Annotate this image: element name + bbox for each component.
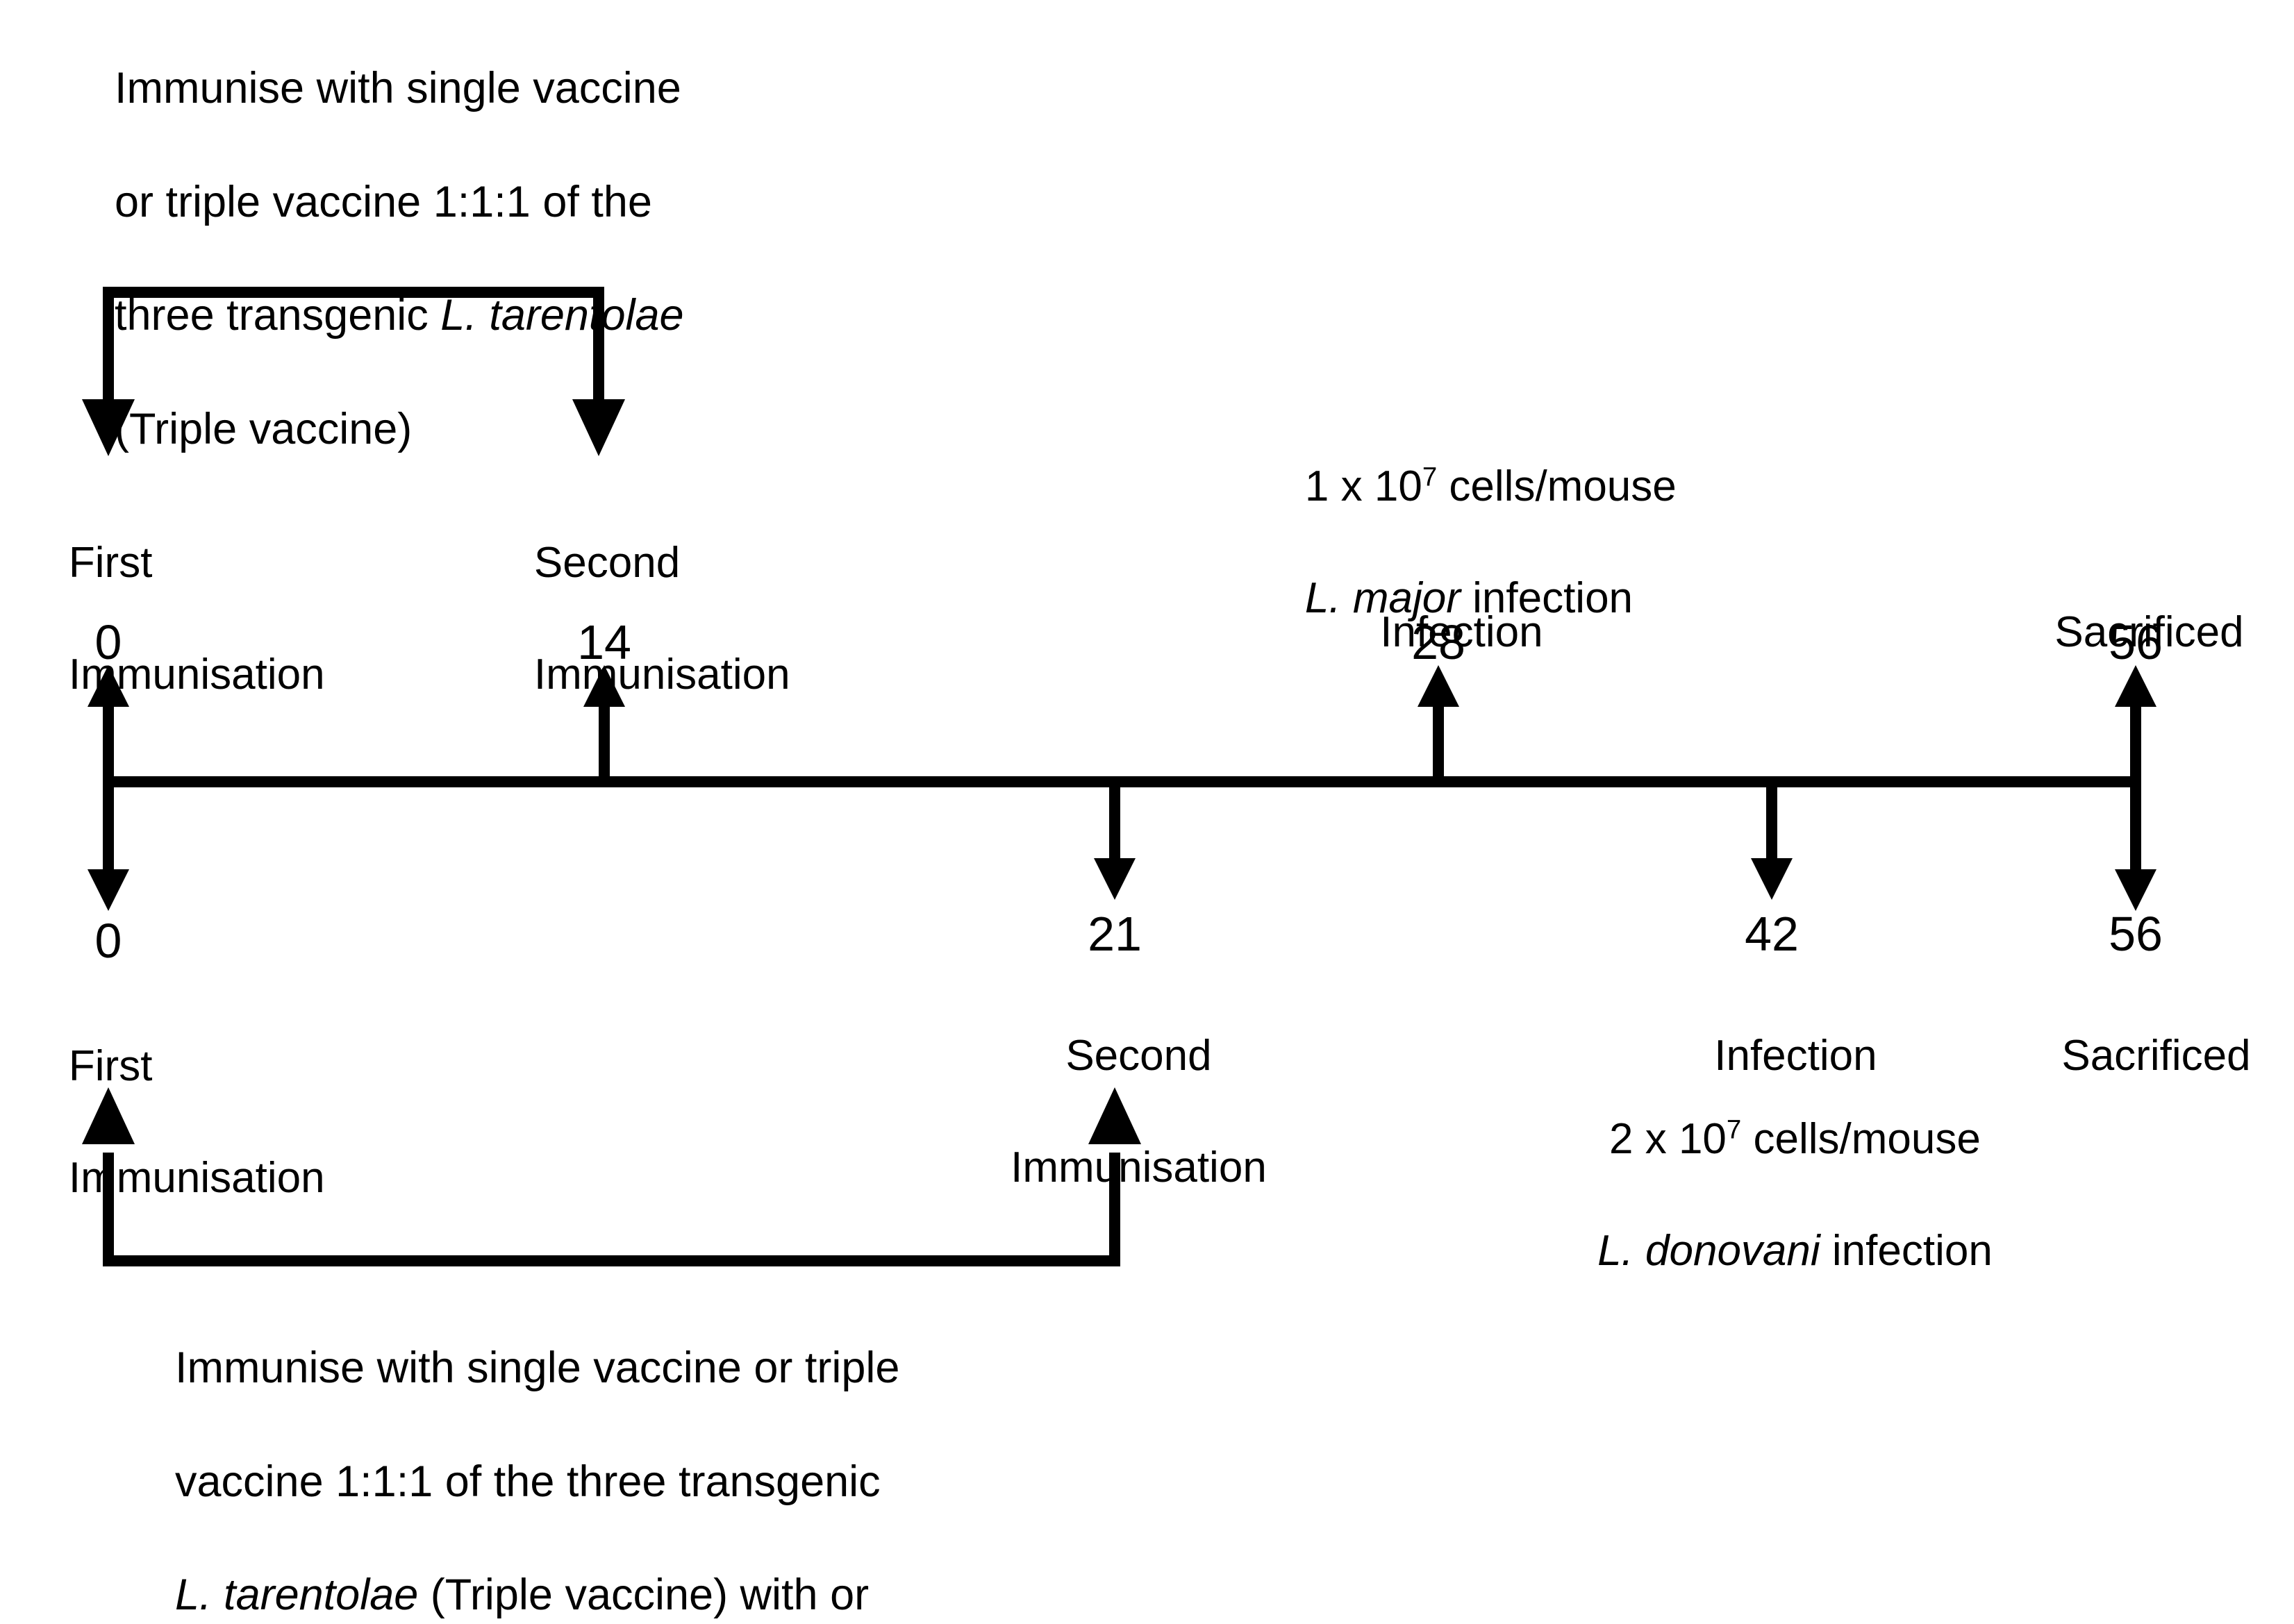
bottom-note-species: L. tarentolae — [175, 1571, 419, 1620]
lower-event-3-day: 56 — [2109, 907, 2163, 961]
tick-day-28 — [1418, 665, 1459, 783]
top-note-paragraph: Immunise with single vaccine or triple v… — [66, 3, 774, 515]
lower-infection-dose-prefix: 2 x 10 — [1609, 1114, 1727, 1163]
upper-event-2-line1: Infection — [1380, 608, 1543, 656]
top-note-line-3-plain: three transgenic — [115, 291, 441, 340]
bottom-note-paragraph: Immunise with single vaccine or triple v… — [126, 1283, 1036, 1624]
timeline-axis — [103, 776, 2141, 787]
lower-event-1-line1: Second — [1065, 1031, 1212, 1080]
lower-infection-dose-suffix: cells/mouse — [1741, 1114, 1981, 1163]
bottom-note-line-3-plain: (Triple vaccine) with or — [418, 1571, 870, 1620]
lower-event-0-line2: Immunisation — [68, 1153, 325, 1202]
tick-day-21 — [1094, 782, 1136, 900]
upper-infection-dose-exponent: 7 — [1422, 461, 1438, 492]
lower-infection-species: L. donovani — [1597, 1226, 1820, 1275]
top-note-species: L. tarentolae — [440, 291, 684, 340]
lower-event-3-line1: Sacrificed — [2061, 1031, 2251, 1080]
upper-event-3-title: Sacrificed — [1952, 549, 2294, 717]
top-bracket-connector — [82, 287, 625, 456]
upper-event-2-title: Infection — [1250, 549, 1625, 717]
lower-event-1-title: Second Immunisation — [920, 972, 1309, 1252]
upper-event-1-day: 14 — [577, 615, 631, 669]
tick-day-42 — [1751, 782, 1793, 900]
upper-event-1-title: Second Immunisation — [486, 479, 903, 759]
lower-infection-dose-exponent: 7 — [1726, 1114, 1742, 1144]
upper-event-3-line1: Sacrificed — [2054, 608, 2244, 656]
upper-event-1-line2: Immunisation — [533, 650, 790, 698]
top-note-line-4: (Triple vaccine) — [115, 405, 413, 454]
bottom-bracket-connector — [82, 1087, 1141, 1266]
upper-event-2-day: 28 — [1411, 615, 1465, 669]
lower-event-0-line1: First — [68, 1041, 153, 1090]
lower-event-2-line1: Infection — [1714, 1031, 1877, 1080]
upper-infection-dose-suffix: cells/mouse — [1437, 462, 1677, 510]
lower-event-1-line2: Immunisation — [1011, 1143, 1267, 1191]
tick-day-14 — [583, 665, 625, 783]
upper-infection-note: 1 x 107 cells/mouse L. major infection — [1257, 403, 1882, 683]
upper-event-0-title: First Immunisation — [21, 479, 410, 759]
upper-infection-species: L. major — [1304, 574, 1461, 622]
upper-infection-dose-prefix: 1 x 10 — [1304, 462, 1422, 510]
bottom-note-line-1: Immunise with single vaccine or triple — [175, 1343, 900, 1392]
tick-day-56 — [2115, 665, 2156, 911]
upper-infection-species-suffix: infection — [1460, 574, 1634, 622]
lower-event-1-day: 21 — [1088, 907, 1142, 961]
lower-infection-species-suffix: infection — [1820, 1226, 1993, 1275]
upper-event-0-line2: Immunisation — [68, 650, 325, 698]
upper-event-1-line1: Second — [533, 538, 681, 587]
lower-event-2-title: Infection — [1584, 972, 1959, 1140]
upper-event-3-day: 56 — [2109, 615, 2163, 669]
lower-event-3-title: Sacrificed — [1959, 972, 2294, 1140]
lower-event-0-title: First Immunisation — [21, 982, 438, 1262]
upper-event-0-day: 0 — [94, 615, 122, 669]
upper-event-0-line1: First — [68, 538, 153, 587]
top-note-line-1: Immunise with single vaccine — [115, 63, 681, 112]
lower-infection-note: 2 x 107 cells/mouse L. donovani infectio… — [1514, 1055, 2028, 1335]
lower-event-2-day: 42 — [1745, 907, 1799, 961]
tick-day-0 — [88, 665, 129, 911]
top-note-line-2: or triple vaccine 1:1:1 of the — [115, 177, 652, 226]
lower-event-0-day: 0 — [94, 914, 122, 968]
bottom-note-line-2: vaccine 1:1:1 of the three transgenic — [175, 1457, 881, 1506]
